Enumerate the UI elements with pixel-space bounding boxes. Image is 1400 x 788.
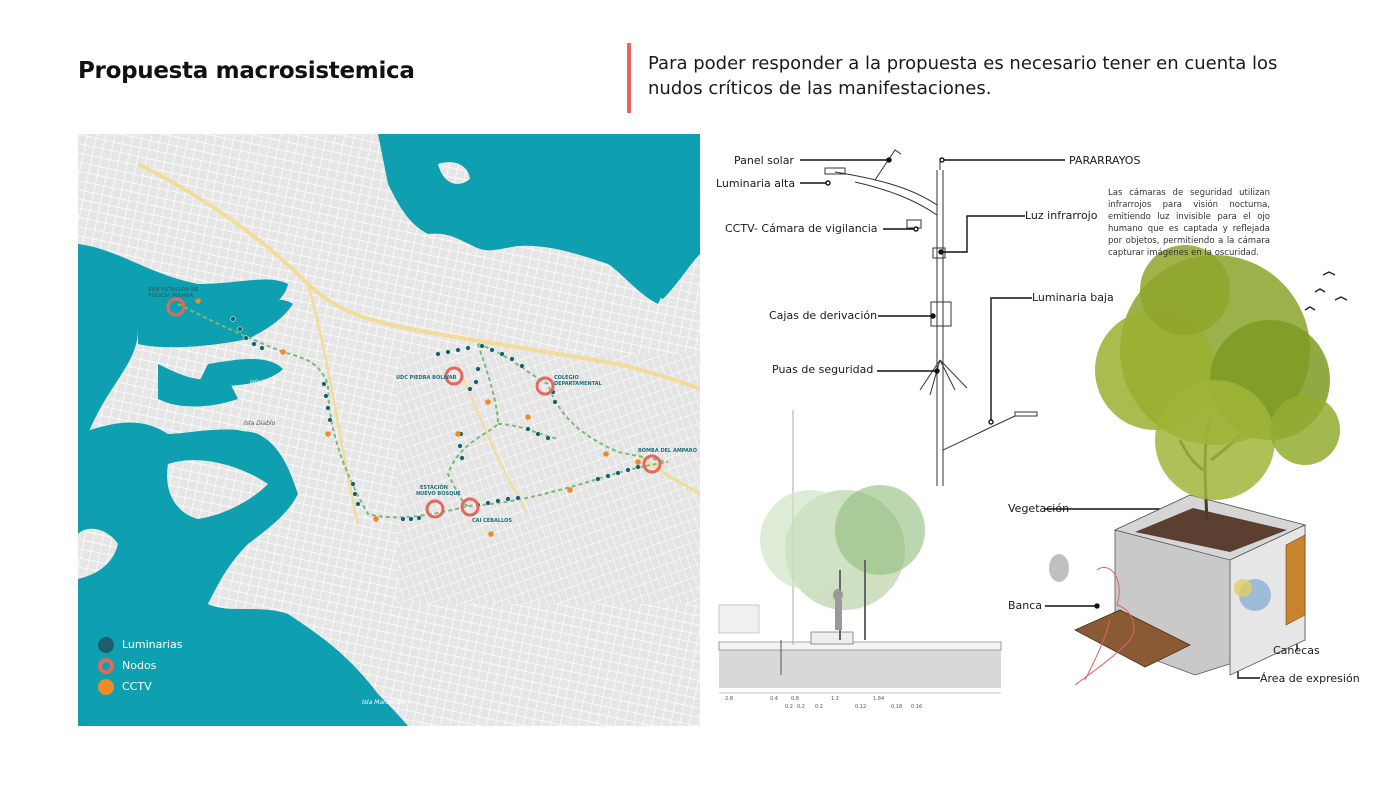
nodos-ring-icon (98, 657, 114, 674)
dim-9: 0.12 (855, 704, 866, 710)
label-estacion-2: NUEVO BOSQUE (416, 491, 461, 497)
dim-4: 1.2 (831, 696, 839, 702)
label-bomba: BOMBA DEL AMPARO (638, 448, 697, 454)
legend-label: Nodos (122, 659, 157, 672)
label-luz-infrarrojo: Luz infrarrojo (1025, 209, 1098, 222)
label-pararrayos: PARARRAYOS (1069, 154, 1141, 167)
label-luminaria-baja: Luminaria baja (1032, 291, 1114, 304)
label-isla-manzanillo: Isla Manzanillo (362, 699, 406, 706)
label-canecas: Canecas (1273, 644, 1320, 657)
label-cajas: Cajas de derivación (769, 309, 878, 322)
label-banca: Banca (1008, 599, 1043, 612)
label-puas: Puas de seguridad (772, 363, 874, 376)
page-title: Propuesta macrosistemica (78, 58, 415, 84)
cctv-dot-icon (98, 678, 114, 695)
label-sub-estacion-2: POLICÍA MANGA (148, 291, 193, 299)
dim-1: 2.8 (725, 696, 733, 702)
technical-diagram: 2.8 0.4 0.8 1.2 1.84 0.2 0.2 0.2 0.12 0.… (718, 149, 1348, 710)
map-canvas: SUB ESTACIÓN DE POLICÍA MANGA UDC PIEDRA… (78, 134, 700, 726)
label-isla-ubia: Isla Ubia (250, 379, 276, 386)
legend-luminarias: Luminarias (98, 634, 182, 655)
dim-10: 0.18 (891, 704, 902, 710)
dim-7: 0.2 (797, 704, 805, 710)
dim-2: 0.4 (770, 696, 778, 702)
label-area-expresion: Área de expresión (1260, 672, 1360, 685)
legend-nodos: Nodos (98, 655, 182, 676)
legend-cctv: CCTV (98, 676, 182, 697)
dim-8: 0.2 (815, 704, 823, 710)
label-vegetacion: Vegetación (1008, 502, 1070, 515)
label-colegio-2: DEPARTAMENTAL (554, 381, 603, 387)
dim-3: 0.8 (791, 696, 799, 702)
intro-text: Para poder responder a la propuesta es n… (648, 53, 1278, 99)
label-colegio-1: COLEGIO (554, 375, 579, 381)
legend-label: CCTV (122, 680, 152, 693)
label-cctv: CCTV- Cámara de vigilancia (725, 222, 878, 235)
label-sub-estacion-1: SUB ESTACIÓN DE (148, 286, 199, 293)
map-legend: Luminarias Nodos CCTV (98, 634, 182, 697)
infrared-note: Las cámaras de seguridad utilizan infrar… (1108, 188, 1270, 258)
label-isla-diablo: Isla Diablo (244, 420, 276, 427)
legend-label: Luminarias (122, 638, 183, 651)
accent-divider (627, 43, 631, 113)
label-udc: UDC PIEDRA BOLIVAR (396, 375, 457, 381)
dim-6: 0.2 (785, 704, 793, 710)
label-luminaria-alta: Luminaria alta (716, 177, 796, 190)
dim-11: 0.16 (911, 704, 922, 710)
label-cai: CAI CEBALLOS (472, 518, 512, 524)
label-estacion-1: ESTACIÓN (420, 484, 448, 491)
luminarias-dot-icon (98, 636, 114, 653)
dim-5: 1.84 (873, 696, 884, 702)
label-panel-solar: Panel solar (734, 154, 794, 167)
city-map: SUB ESTACIÓN DE POLICÍA MANGA UDC PIEDRA… (78, 134, 700, 726)
